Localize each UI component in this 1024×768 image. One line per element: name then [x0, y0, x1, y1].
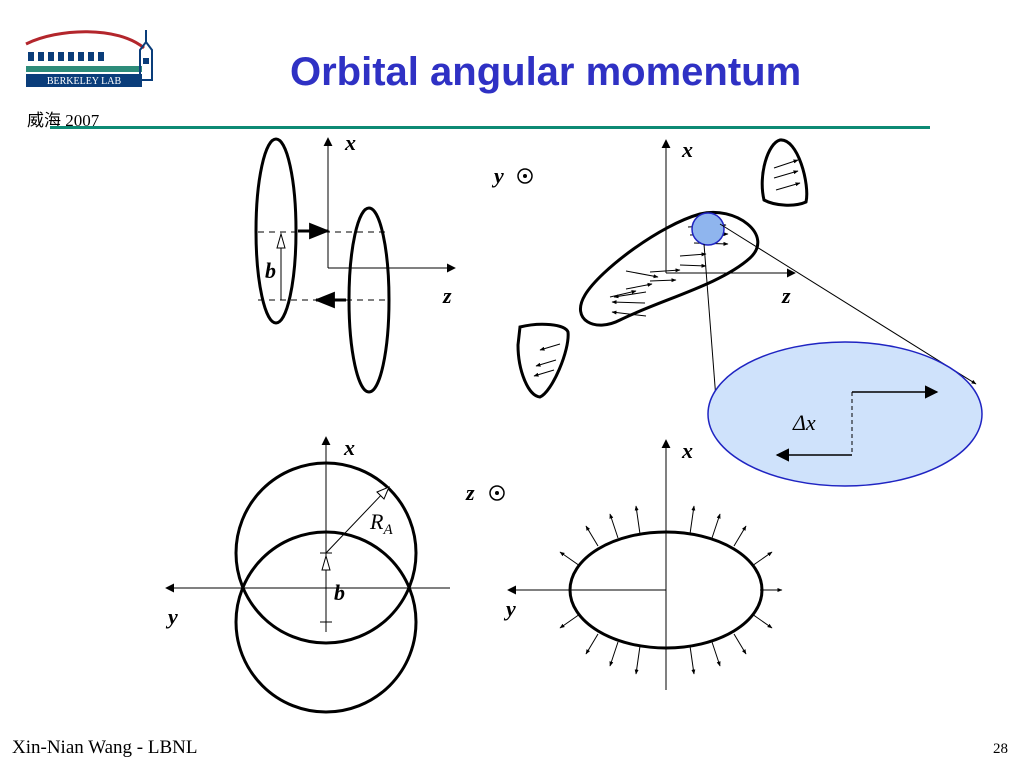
- displacement-label: Δx: [792, 410, 816, 435]
- y-axis-label: y: [503, 596, 516, 621]
- x-axis-label: x: [681, 137, 693, 162]
- bottom-left-panel: x y RA b: [165, 435, 450, 714]
- out-of-plane-symbol: [489, 485, 505, 501]
- radial-flow-arrows: [559, 505, 783, 675]
- y-axis-label: y: [491, 163, 504, 188]
- page-number: 28: [993, 741, 1008, 757]
- out-of-plane-symbol: [517, 168, 533, 184]
- radius-label: RA: [369, 509, 393, 538]
- nucleus-upper-circle: [234, 461, 418, 645]
- footer-author: Xin-Nian Wang - LBNL: [12, 737, 198, 758]
- x-axis-label: x: [681, 438, 693, 463]
- spectator-fragment-top: [760, 138, 809, 207]
- spectator-fragment-bottom: [516, 322, 570, 399]
- x-axis-label: x: [343, 435, 355, 460]
- radius-line: [325, 489, 387, 554]
- velocity-arrows: [533, 159, 801, 377]
- z-axis-label: z: [781, 283, 791, 308]
- zoom-bubble: [707, 341, 983, 487]
- nucleus-left-ellipse: [254, 137, 298, 325]
- top-left-panel: x z b: [254, 130, 456, 394]
- berkeley-lab-logo: BERKELEY LAB: [25, 30, 153, 87]
- y-axis-label: y: [165, 604, 178, 629]
- top-right-panel: y x z: [491, 137, 983, 487]
- z-axis-label: z: [442, 283, 452, 308]
- title-rule: [50, 126, 930, 129]
- overlap-region: [578, 210, 760, 327]
- x-axis-label: x: [344, 130, 356, 155]
- slide-subtitle: 威海 2007: [27, 111, 100, 130]
- fluid-cell: [691, 212, 725, 246]
- bottom-right-panel: z x y: [465, 438, 783, 690]
- svg-text:BERKELEY LAB: BERKELEY LAB: [47, 76, 122, 87]
- impact-parameter-label: b: [265, 258, 276, 283]
- z-axis-label: z: [465, 480, 475, 505]
- slide-title: Orbital angular momentum: [290, 50, 802, 94]
- impact-parameter-label: b: [334, 580, 345, 605]
- nucleus-lower-circle: [234, 530, 418, 714]
